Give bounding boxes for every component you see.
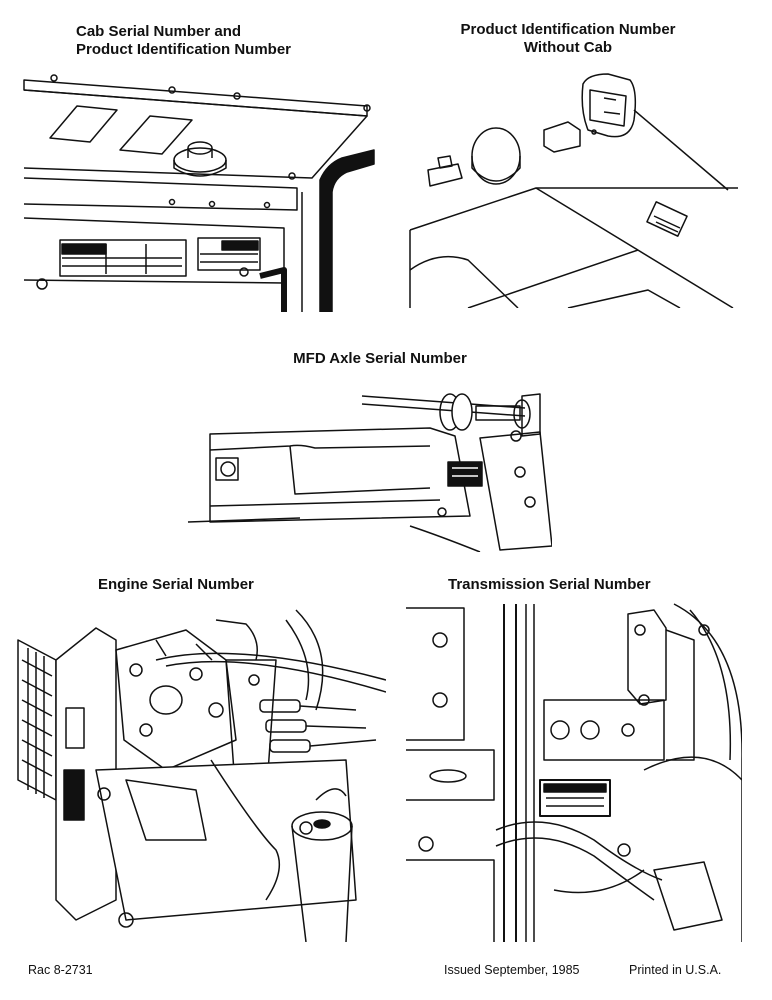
pin-without-cab-heading: Product Identification Number Without Ca…	[436, 21, 700, 57]
pin-without-cab-heading-line2: Without Cab	[523, 39, 613, 56]
cab-serial-illustration	[22, 68, 384, 312]
transmission-serial-heading: Transmission Serial Number	[448, 576, 651, 593]
cab-serial-heading-line1: Cab Serial Number and	[76, 23, 242, 40]
mfd-axle-illustration	[180, 376, 552, 552]
issue-date: Issued September, 1985	[444, 963, 580, 977]
engine-serial-illustration	[16, 600, 386, 942]
transmission-serial-illustration	[404, 600, 742, 942]
pin-without-cab-illustration	[408, 70, 738, 308]
pin-without-cab-heading-line1: Product Identification Number	[460, 21, 676, 38]
document-reference: Rac 8-2731	[28, 963, 93, 977]
cab-serial-heading-line2: Product Identification Number	[76, 41, 292, 58]
mfd-axle-heading: MFD Axle Serial Number	[293, 350, 467, 367]
cab-serial-heading: Cab Serial Number and Product Identifica…	[76, 23, 336, 59]
printed-note: Printed in U.S.A.	[629, 963, 722, 977]
engine-serial-heading: Engine Serial Number	[98, 576, 254, 593]
